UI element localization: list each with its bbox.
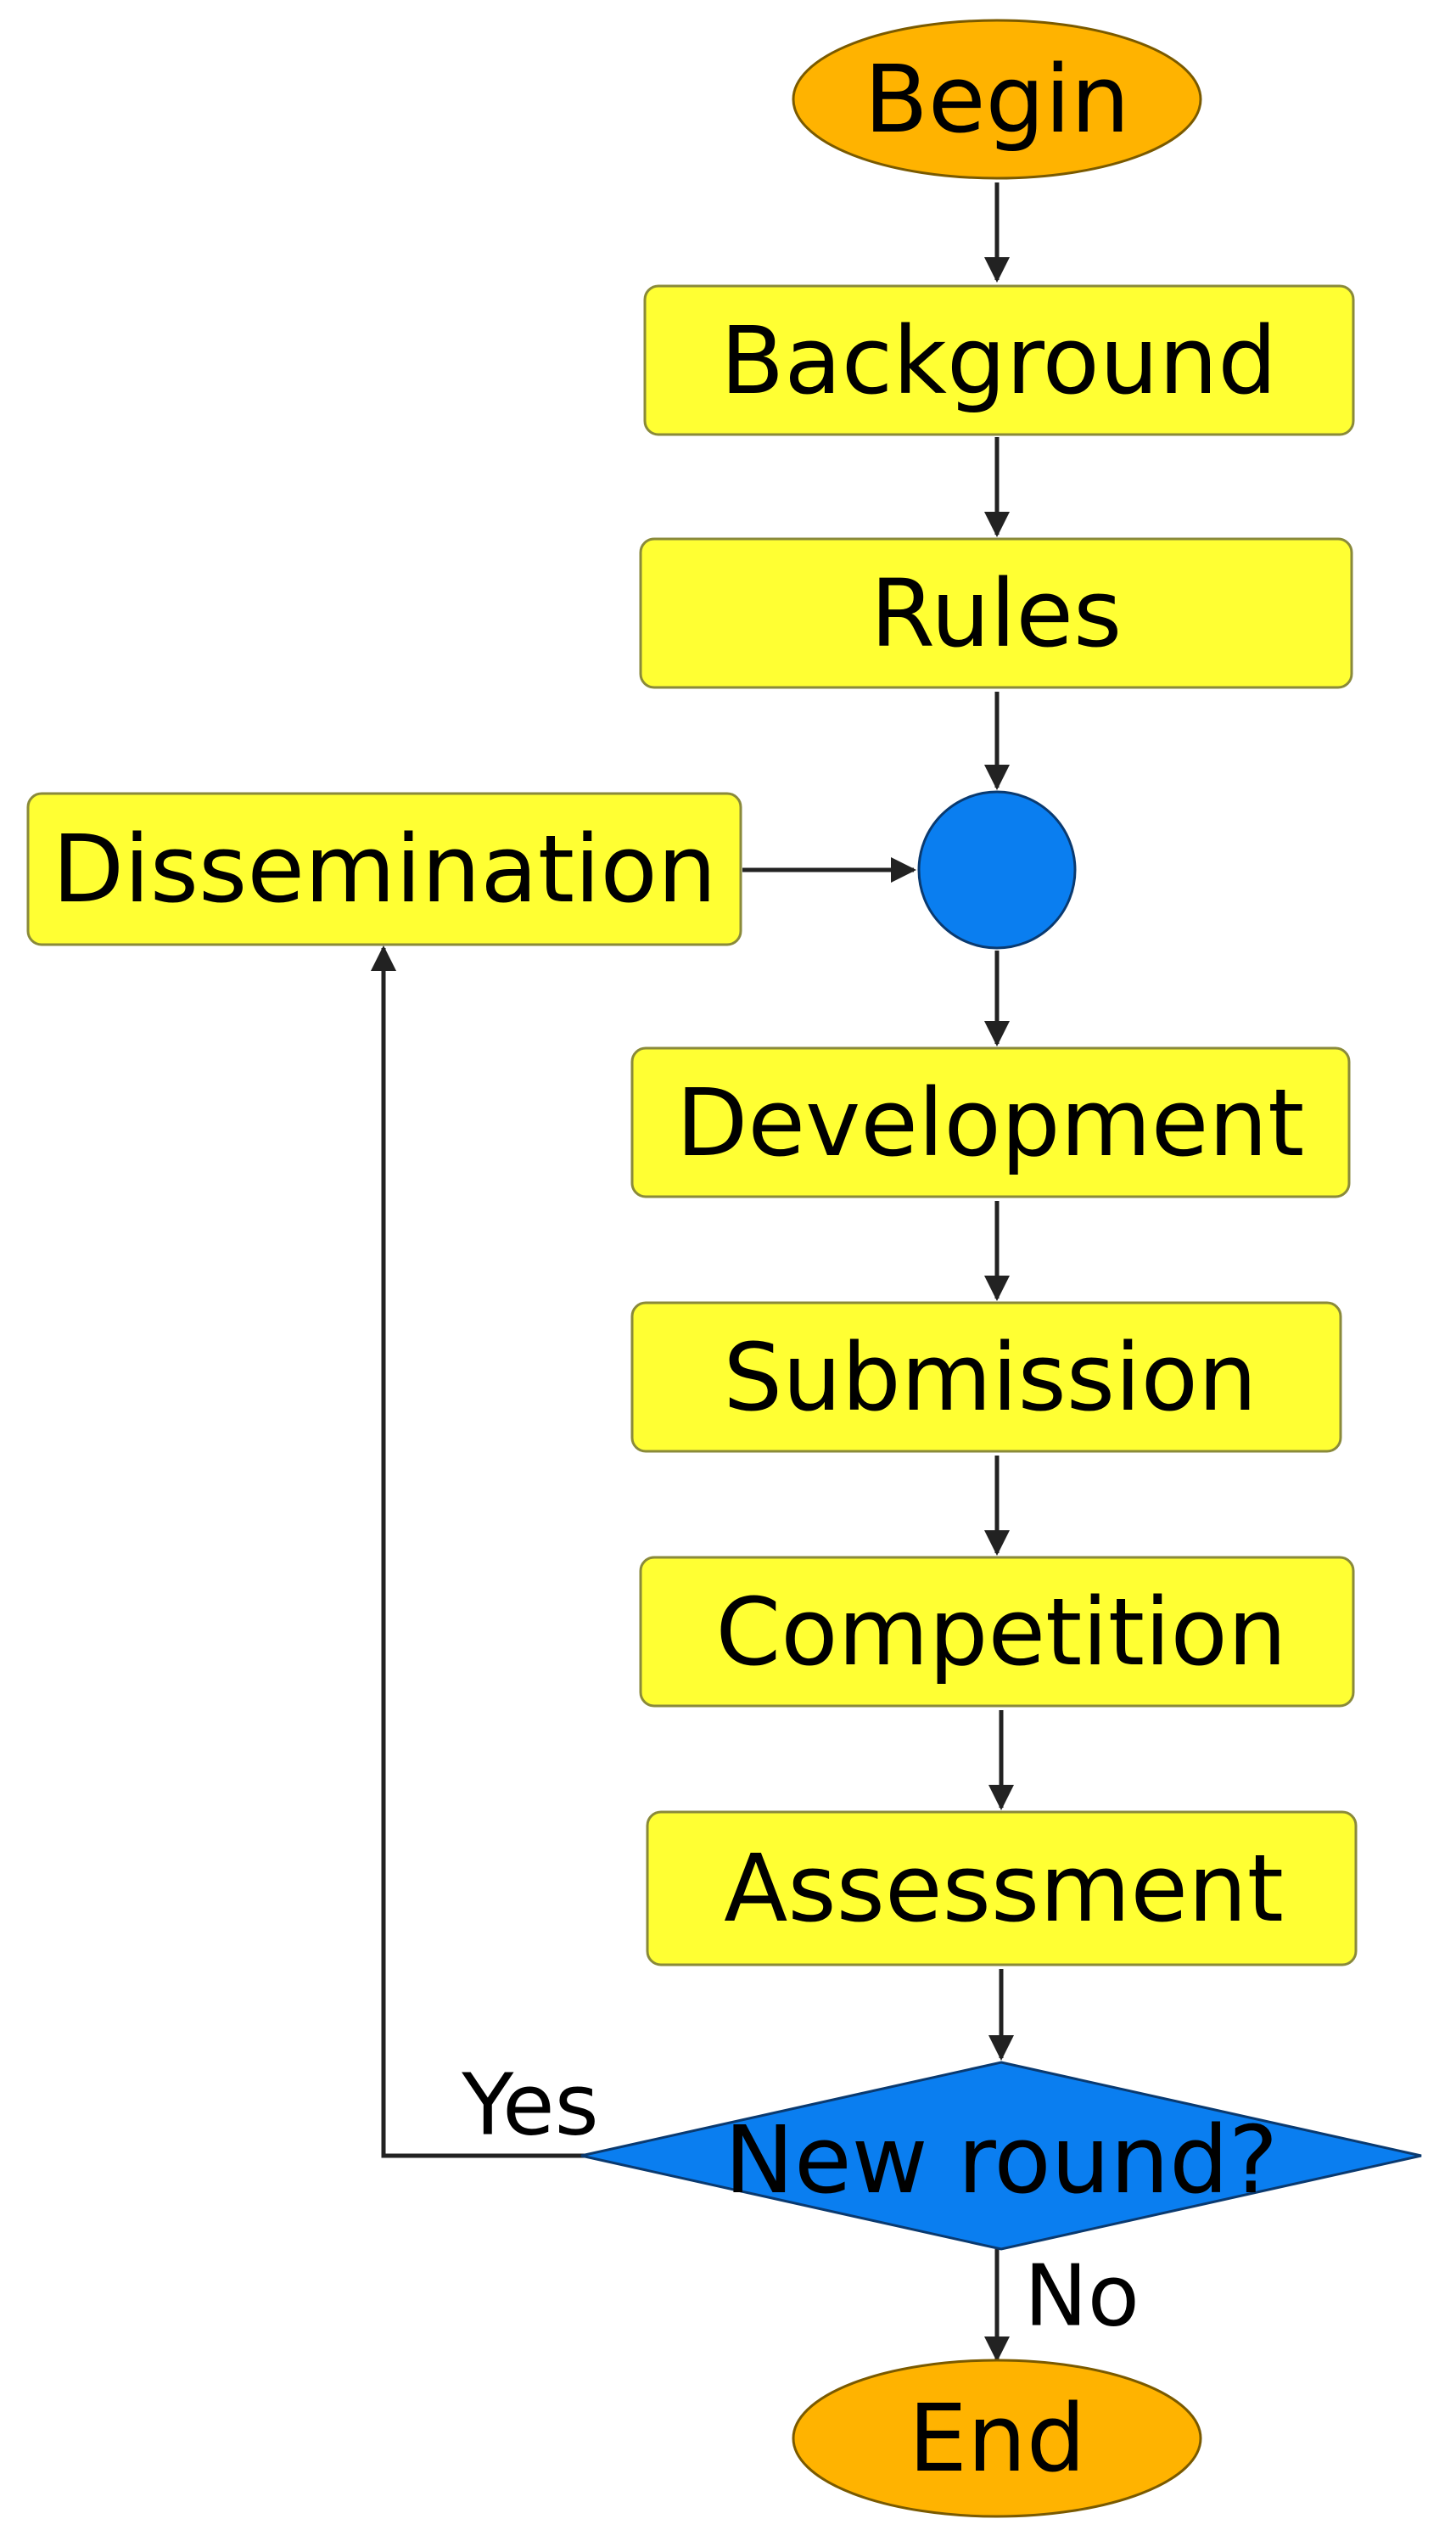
node-decision: New round? <box>580 2061 1422 2251</box>
assessment-label: Assessment <box>724 1834 1284 1943</box>
submission-label: Submission <box>723 1323 1257 1432</box>
decision-diamond <box>580 2061 1422 2251</box>
competition-box <box>639 1556 1355 1708</box>
node-begin: Begin <box>792 19 1202 180</box>
background-label: Background <box>720 306 1277 415</box>
development-box <box>630 1046 1351 1198</box>
node-dissemination: Dissemination <box>26 792 742 946</box>
yes-label: Yes <box>461 2056 598 2155</box>
decision-label: New round? <box>725 2106 1279 2214</box>
node-end: End <box>792 2359 1202 2518</box>
begin-label: Begin <box>864 45 1129 154</box>
rules-box <box>639 537 1353 689</box>
node-assessment: Assessment <box>646 1810 1358 1966</box>
merge-connector <box>917 790 1077 950</box>
end-label: End <box>908 2384 1085 2493</box>
node-development: Development <box>630 1046 1351 1198</box>
rules-label: Rules <box>871 559 1123 668</box>
node-connector <box>917 790 1077 950</box>
submission-box <box>630 1301 1342 1453</box>
edges <box>371 182 1014 2362</box>
node-rules: Rules <box>639 537 1353 689</box>
competition-label: Competition <box>715 1578 1286 1686</box>
assessment-box <box>646 1810 1358 1966</box>
node-background: Background <box>643 284 1355 436</box>
no-label: No <box>1024 2247 1140 2346</box>
dissemination-box <box>26 792 742 946</box>
background-box <box>643 284 1355 436</box>
end-terminal <box>792 2359 1202 2518</box>
development-label: Development <box>676 1069 1305 1177</box>
edge-decision-dissemination <box>371 945 585 2158</box>
node-competition: Competition <box>639 1556 1355 1708</box>
dissemination-label: Dissemination <box>52 815 716 923</box>
node-submission: Submission <box>630 1301 1342 1453</box>
begin-terminal <box>792 19 1202 180</box>
